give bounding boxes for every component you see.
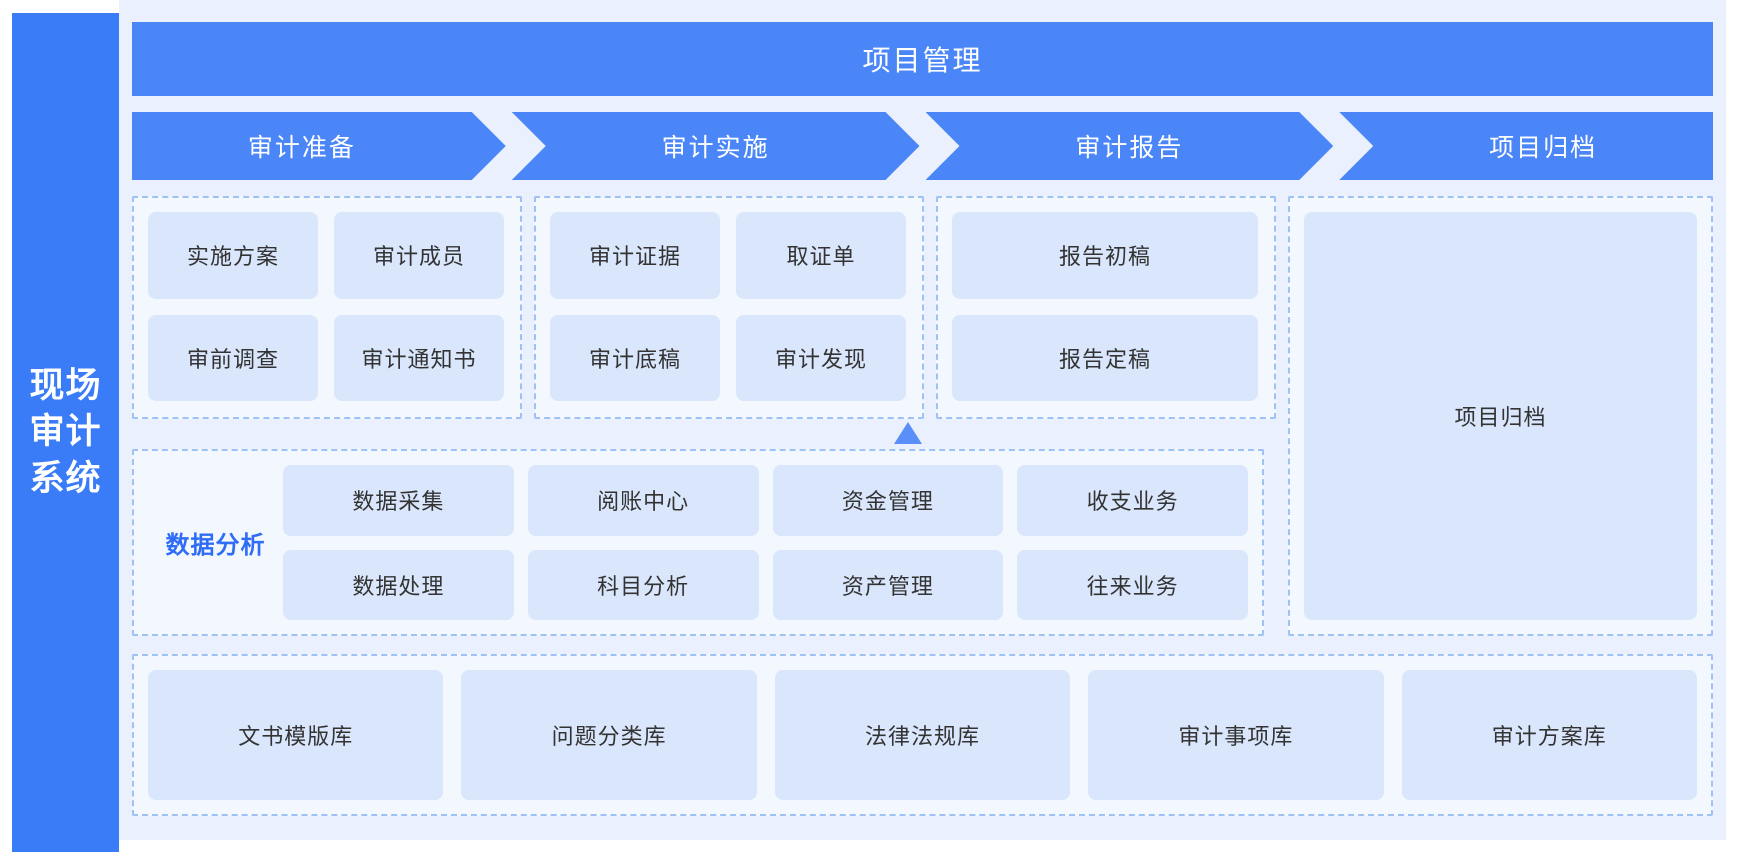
stage-audit-preparation[interactable]: 审计准备 <box>132 112 506 180</box>
module-card[interactable]: 实施方案 <box>148 212 318 299</box>
module-card[interactable]: 取证单 <box>736 212 906 299</box>
library-card[interactable]: 法律法规库 <box>774 670 1071 800</box>
module-card[interactable]: 科目分析 <box>527 549 759 620</box>
stage-project-archive[interactable]: 项目归档 <box>1339 112 1713 180</box>
system-title: 现场审计系统 <box>29 366 102 498</box>
data-analysis-modules: 数据采集 阅账中心 资金管理 收支业务 数据处理 科目分析 资产管理 往来业务 <box>283 465 1248 620</box>
stage-flow: 审计准备 审计实施 审计报告 项目归档 <box>132 112 1713 180</box>
module-card[interactable]: 报告初稿 <box>952 212 1258 299</box>
stage-label: 审计报告 <box>1075 134 1184 162</box>
module-card-project-archive[interactable]: 项目归档 <box>1304 212 1697 620</box>
audit-preparation-modules: 实施方案 审计成员 审前调查 审计通知书 <box>148 212 504 401</box>
module-card[interactable]: 审计底稿 <box>550 314 720 401</box>
knowledge-library-modules: 文书模版库 问题分类库 法律法规库 审计事项库 审计方案库 <box>148 670 1697 800</box>
module-card[interactable]: 审计成员 <box>334 212 504 299</box>
module-card[interactable]: 阅账中心 <box>527 465 759 536</box>
module-card[interactable]: 审计发现 <box>736 314 906 401</box>
module-card[interactable]: 数据采集 <box>283 465 514 536</box>
library-card[interactable]: 审计事项库 <box>1088 670 1384 800</box>
data-analysis-label: 数据分析 <box>165 532 266 559</box>
module-card[interactable]: 资金管理 <box>772 465 1004 536</box>
module-card[interactable]: 审计证据 <box>550 212 720 299</box>
audit-report-modules: 报告初稿 报告定稿 <box>952 212 1258 401</box>
up-arrow-icon <box>894 422 922 444</box>
library-card[interactable]: 问题分类库 <box>461 670 757 800</box>
module-card[interactable]: 收支业务 <box>1017 465 1248 536</box>
module-card[interactable]: 资产管理 <box>772 549 1004 620</box>
main-panel: 项目管理 审计准备 审计实施 审计报告 项目归档 实施方案 审计成员 审前调查 … <box>119 0 1726 840</box>
module-card[interactable]: 数据处理 <box>283 549 514 620</box>
stage-label: 项目归档 <box>1489 134 1598 162</box>
module-card[interactable]: 报告定稿 <box>952 314 1258 401</box>
stage-label: 审计实施 <box>661 134 770 162</box>
module-card[interactable]: 审计通知书 <box>334 314 504 401</box>
stage-audit-report[interactable]: 审计报告 <box>926 112 1334 180</box>
module-card[interactable]: 往来业务 <box>1017 549 1248 620</box>
audit-execution-modules: 审计证据 取证单 审计底稿 审计发现 <box>550 212 906 401</box>
project-management-banner[interactable]: 项目管理 <box>132 22 1713 96</box>
stage-content-area: 实施方案 审计成员 审前调查 审计通知书 审计证据 取证单 审计底稿 审计发现 … <box>132 196 1713 636</box>
stage-label: 审计准备 <box>247 134 356 162</box>
project-management-label: 项目管理 <box>862 45 983 76</box>
module-card[interactable]: 审前调查 <box>148 314 318 401</box>
library-card[interactable]: 文书模版库 <box>148 670 444 800</box>
library-card[interactable]: 审计方案库 <box>1401 670 1697 800</box>
stage-audit-execution[interactable]: 审计实施 <box>512 112 920 180</box>
system-brand-sidebar: 现场审计系统 <box>12 13 119 852</box>
